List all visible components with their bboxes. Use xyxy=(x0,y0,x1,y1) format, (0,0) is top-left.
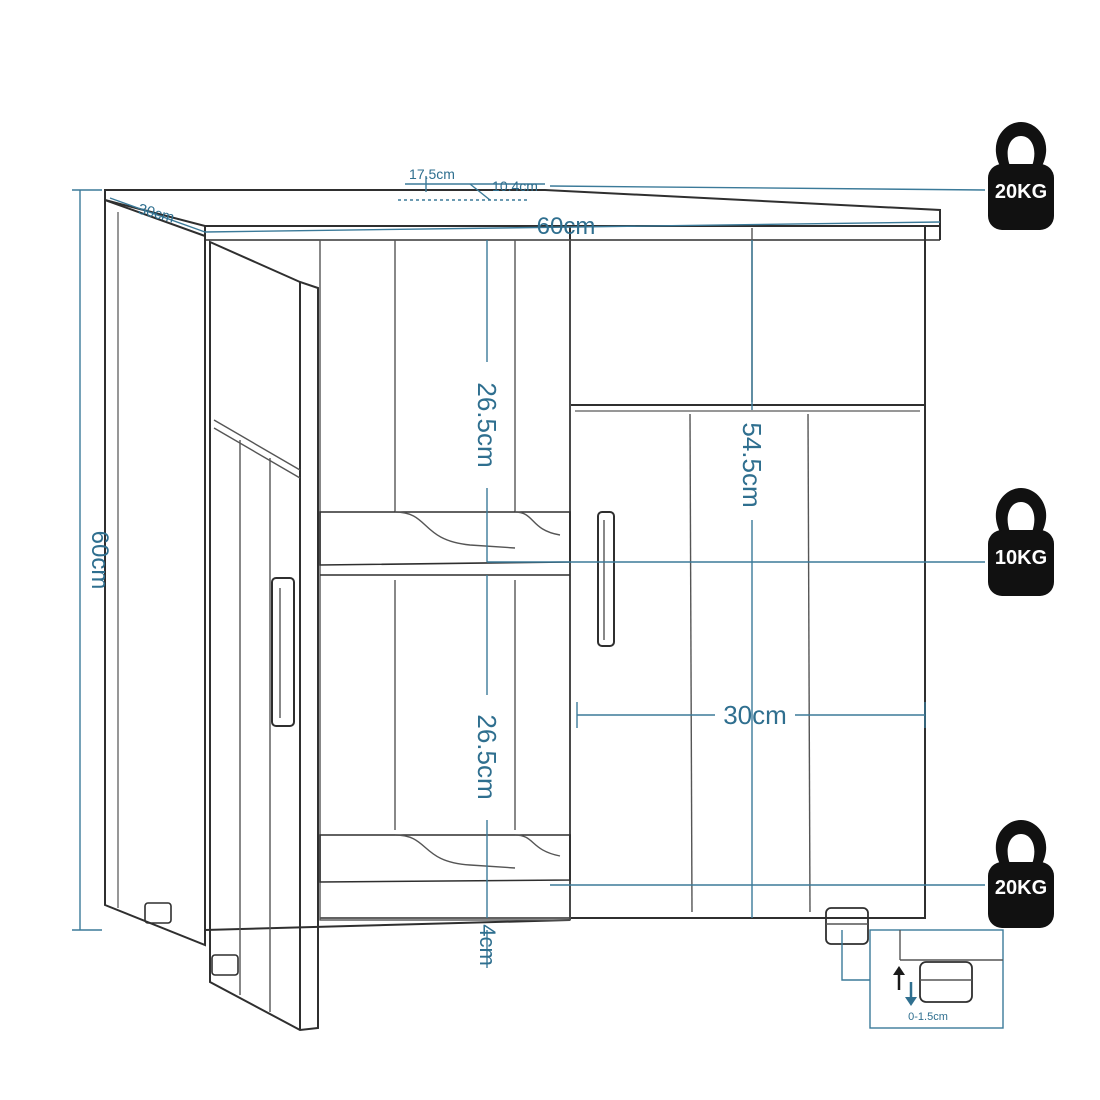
load-shelf: 10KG xyxy=(988,488,1054,596)
up-down-arrow-icon xyxy=(893,966,917,1006)
load-top: 20KG xyxy=(988,122,1054,230)
feet xyxy=(144,902,869,976)
left-door xyxy=(209,240,319,1032)
load-top-label: 20KG xyxy=(995,181,1047,203)
hole-offset-label: 17.5cm xyxy=(409,166,455,182)
depth-label: 30cm xyxy=(136,201,176,227)
height-label: 60cm xyxy=(86,531,113,590)
width-label: 60cm xyxy=(537,213,596,240)
kettlebell-icon xyxy=(988,122,1054,230)
kettlebell-icon xyxy=(988,820,1054,928)
dimension-lines xyxy=(72,176,986,968)
hole-width-label: 10.4cm xyxy=(492,178,538,194)
upper-shelf-height-label: 26.5cm xyxy=(472,382,502,467)
lower-shelf-height-label: 26.5cm xyxy=(472,714,502,799)
cabinet-outline xyxy=(104,189,941,947)
foot-height-label: 4cm xyxy=(475,924,500,966)
foot-adjust-label: 0-1.5cm xyxy=(908,1011,948,1023)
dimension-labels: 60cm 30cm 60cm 17.5cm 10.4cm 26.5cm 26.5… xyxy=(86,166,787,966)
kettlebell-icon xyxy=(988,488,1054,596)
load-shelf-label: 10KG xyxy=(995,547,1047,569)
load-bottom-label: 20KG xyxy=(995,877,1047,899)
right-width-label: 30cm xyxy=(723,700,787,730)
foot-detail-inset: 0-1.5cm xyxy=(841,929,1004,1029)
load-bottom: 20KG xyxy=(988,820,1054,928)
right-height-label: 54.5cm xyxy=(737,422,767,507)
